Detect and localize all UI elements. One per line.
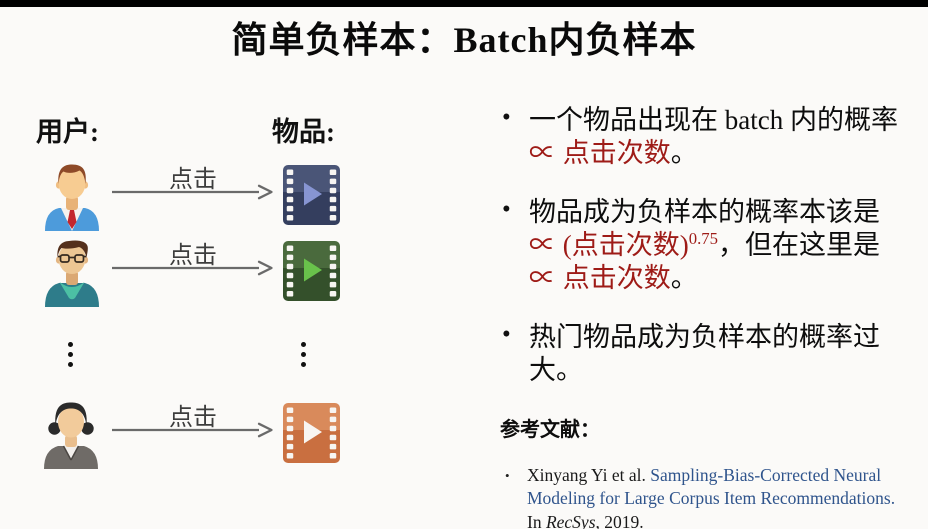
bullet-marker: • bbox=[502, 320, 511, 348]
click-arrow-label: 点击 bbox=[169, 167, 217, 193]
click-arrow-icon bbox=[112, 422, 273, 438]
bullet-marker: • bbox=[502, 104, 511, 131]
bullet-text: 一个物品出现在 batch 内的概率 ∝ 点击次数。 bbox=[529, 105, 898, 168]
bullet-text: 热门物品成为负样本的概率过大。 bbox=[529, 321, 880, 385]
highlight-click-count: ∝ 点击次数 bbox=[529, 137, 671, 168]
man-with-tie-avatar bbox=[45, 164, 99, 231]
reference-authors: Xinyang Yi et al. bbox=[527, 464, 651, 485]
bullet-text: 物品成为负样本的概率本该是 ∝ (点击次数)0.75，但在这里是 ∝ 点击次数。 bbox=[529, 196, 881, 293]
click-arrow-icon bbox=[112, 260, 273, 276]
references-heading: 参考文献： bbox=[500, 418, 600, 441]
exponent: 0.75 bbox=[688, 228, 719, 248]
bullet-marker: • bbox=[502, 195, 511, 223]
click-arrow-label: 点击 bbox=[169, 405, 217, 431]
notes-column: • 一个物品出现在 batch 内的概率 ∝ 点击次数。 • 物品成为负样本的概… bbox=[500, 104, 910, 529]
vertical-ellipsis-icon bbox=[68, 342, 73, 367]
video-file-blue-icon bbox=[283, 165, 340, 225]
page-title: 简单负样本：Batch内负样本 bbox=[231, 20, 697, 60]
items-column-label: 物品: bbox=[272, 117, 335, 147]
click-arrow-icon bbox=[112, 184, 273, 200]
woman-avatar bbox=[44, 402, 98, 469]
bullet-item-negative-sample-probability: • 物品成为负样本的概率本该是 ∝ (点击次数)0.75，但在这里是 ∝ 点击次… bbox=[500, 196, 910, 295]
reference-entry: • Xinyang Yi et al. Sampling-Bias-Correc… bbox=[500, 464, 910, 529]
reference-bullet-marker: • bbox=[505, 467, 510, 483]
video-file-green-icon bbox=[283, 241, 340, 301]
bullet-item-batch-probability: • 一个物品出现在 batch 内的概率 ∝ 点击次数。 bbox=[500, 104, 910, 170]
video-file-orange-icon bbox=[283, 403, 340, 463]
users-column-label: 用户: bbox=[36, 117, 99, 147]
reference-venue: RecSys bbox=[545, 512, 596, 529]
bullet-item-popular-items: • 热门物品成为负样本的概率过大。 bbox=[500, 321, 910, 387]
reference-paper-link[interactable]: Sampling-Bias-Corrected Neural Modeling … bbox=[527, 464, 896, 509]
vertical-ellipsis-icon bbox=[301, 342, 306, 367]
top-border-bar bbox=[0, 0, 928, 7]
click-arrow-label: 点击 bbox=[169, 243, 217, 269]
reference-text: Xinyang Yi et al. Sampling-Bias-Correcte… bbox=[527, 464, 910, 529]
highlight-formula: ∝ (点击次数)0.75 bbox=[529, 228, 719, 260]
highlight-click-count: ∝ 点击次数 bbox=[529, 262, 671, 293]
man-with-glasses-avatar bbox=[45, 240, 99, 307]
